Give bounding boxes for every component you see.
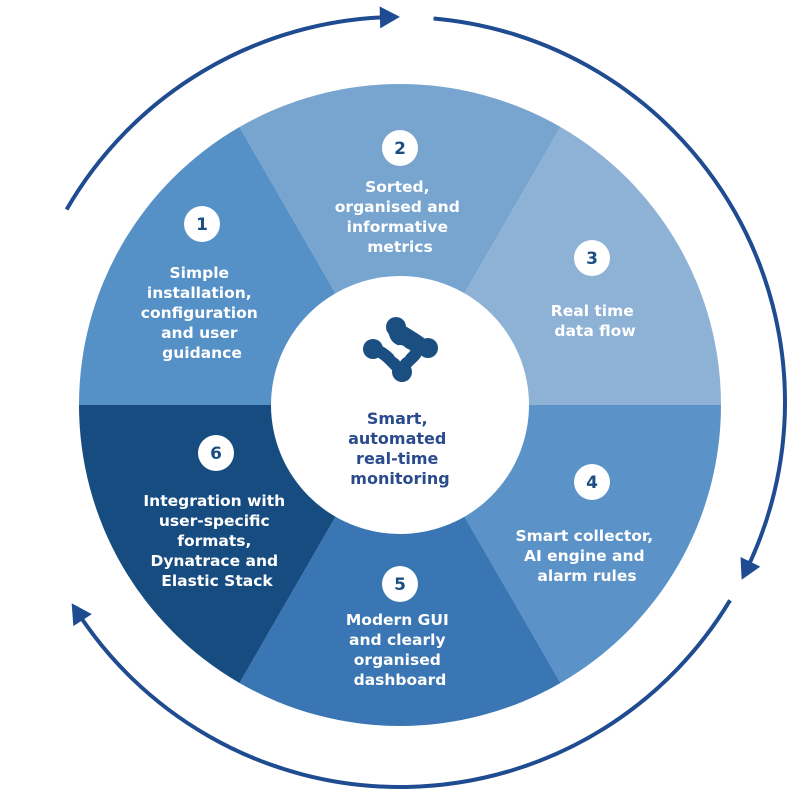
step-label-line: dashboard — [354, 671, 447, 689]
segment-5-content: 5 Modern GUI and clearly organised dashb… — [346, 566, 454, 689]
segment-2-content: 2 Sorted, organised and informative metr… — [335, 130, 465, 256]
step-label-line: guidance — [162, 344, 242, 362]
step-label-line: informative — [347, 218, 448, 236]
step-label-line: Smart collector, — [515, 527, 653, 545]
center-label-line: monitoring — [350, 469, 449, 488]
step-label-line: Simple — [170, 264, 230, 282]
step-badge — [382, 566, 418, 602]
step-label-line: Elastic Stack — [161, 572, 273, 590]
step-label-line: Dynatrace and — [150, 552, 278, 570]
center-circle — [271, 276, 529, 534]
step-label-line: Integration with — [143, 492, 285, 510]
step-label-line: Modern GUI — [346, 611, 449, 629]
step-label: Simple installation, configuration and u… — [141, 264, 263, 362]
step-number: 1 — [196, 215, 208, 235]
cycle-arc-top — [64, 15, 390, 211]
step-badge — [382, 130, 418, 166]
center-label-line: automated — [348, 429, 446, 448]
step-label-line: organised — [354, 651, 441, 669]
step-label-line: configuration — [141, 304, 258, 322]
step-label-line: alarm rules — [537, 567, 636, 585]
step-label-line: data flow — [554, 322, 635, 340]
center-label-line: real-time — [356, 449, 438, 468]
step-number: 5 — [394, 575, 406, 595]
arrow-icon — [740, 556, 761, 580]
arrow-icon — [71, 603, 92, 627]
center-label-line: Smart, — [367, 409, 428, 428]
step-label: Integration with user-specific formats, … — [143, 492, 290, 590]
step-label-line: organised and — [335, 198, 460, 216]
step-label: Sorted, organised and informative metric… — [335, 178, 465, 256]
step-label: Real time data flow — [551, 302, 639, 340]
step-label-line: metrics — [367, 238, 432, 256]
step-number: 2 — [394, 139, 406, 159]
segment-3-content: 3 Real time data flow — [551, 240, 639, 340]
step-number: 6 — [210, 444, 222, 464]
cycle-arc-left — [75, 599, 732, 789]
step-label: Modern GUI and clearly organised dashboa… — [346, 611, 454, 689]
step-label-line: Real time — [551, 302, 634, 320]
segment-1-content: 1 Simple installation, configuration and… — [141, 206, 263, 362]
step-label-line: and user — [161, 324, 238, 342]
step-label-line: Sorted, — [365, 178, 429, 196]
molecule-logo-icon — [363, 317, 438, 382]
segment-4-content: 4 Smart collector, AI engine and alarm r… — [515, 464, 658, 585]
step-badge — [184, 206, 220, 242]
step-number: 4 — [586, 473, 598, 493]
step-label: Smart collector, AI engine and alarm rul… — [515, 527, 658, 585]
step-badge — [198, 435, 234, 471]
segment-2 — [239, 83, 561, 405]
step-label-line: formats, — [177, 532, 251, 550]
cycle-arc-right — [433, 16, 787, 572]
step-label-line: installation, — [147, 284, 252, 302]
step-label-line: and clearly — [349, 631, 446, 649]
segment-6-content: 6 Integration with user-specific formats… — [143, 435, 290, 590]
step-number: 3 — [586, 249, 598, 269]
segment-5 — [239, 405, 561, 726]
step-label-line: AI engine and — [524, 547, 645, 565]
step-badge — [574, 464, 610, 500]
cycle-ring — [64, 6, 787, 789]
step-badge — [574, 240, 610, 276]
arrow-icon — [379, 6, 400, 29]
step-label-line: user-specific — [159, 512, 270, 530]
center-label: Smart, automated real-time monitoring — [348, 409, 452, 488]
